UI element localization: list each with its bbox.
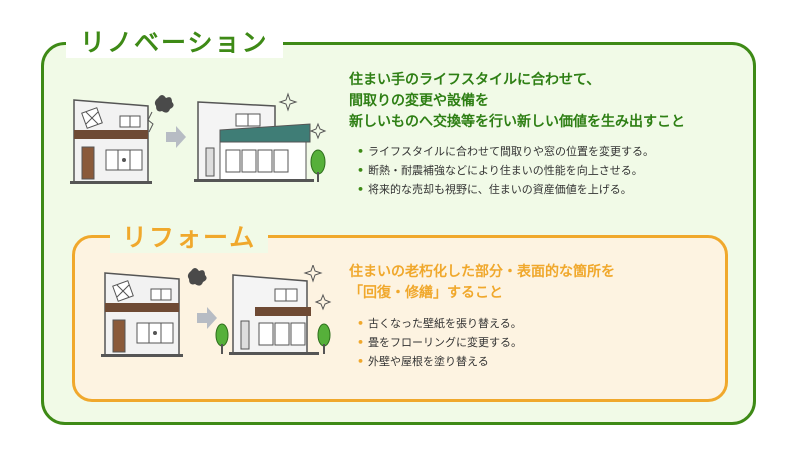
renovation-title: リノベーション bbox=[66, 28, 283, 58]
list-item: •将来的な売却も視野に、住まいの資産価値を上げる。 bbox=[357, 180, 654, 199]
dust-cloud-icon bbox=[187, 268, 207, 286]
new-house-icon bbox=[194, 101, 314, 182]
reform-title: リフォーム bbox=[110, 223, 269, 253]
bullet-icon: • bbox=[357, 355, 365, 368]
list-item-text: 断熱・耐震補強などにより住まいの性能を向上させる。 bbox=[368, 164, 643, 177]
list-item: •畳をフローリングに変更する。 bbox=[357, 333, 522, 352]
renovation-heading-line: 新しいものへ交換等を行い新しい価値を生み出すこと bbox=[349, 114, 685, 130]
renovation-illustration bbox=[70, 92, 327, 184]
renovation-heading-line: 住まい手のライフスタイルに合わせて、 bbox=[349, 72, 601, 88]
list-item: •ライフスタイルに合わせて間取りや窓の位置を変更する。 bbox=[357, 142, 654, 161]
reform-heading-line: 住まいの老朽化した部分・表面的な箇所を bbox=[349, 264, 615, 280]
bullet-icon: • bbox=[357, 145, 365, 158]
arrow-right-icon bbox=[197, 307, 217, 329]
renovation-point-list: •ライフスタイルに合わせて間取りや窓の位置を変更する。 •断熱・耐震補強などによ… bbox=[357, 142, 654, 199]
reform-heading-line: 「回復・修繕」すること bbox=[349, 285, 503, 301]
sparkle-icon bbox=[303, 265, 332, 311]
reform-point-list: •古くなった壁紙を張り替える。 •畳をフローリングに変更する。 •外壁や屋根を塗… bbox=[357, 314, 522, 371]
bullet-icon: • bbox=[357, 336, 365, 349]
old-house-icon bbox=[70, 99, 154, 184]
list-item-text: 外壁や屋根を塗り替える bbox=[368, 355, 489, 368]
reform-panel bbox=[72, 235, 728, 402]
list-item-text: 畳をフローリングに変更する。 bbox=[368, 336, 523, 349]
arrow-right-icon bbox=[166, 126, 186, 148]
list-item-text: ライフスタイルに合わせて間取りや窓の位置を変更する。 bbox=[368, 145, 655, 158]
new-house-icon bbox=[229, 274, 319, 355]
bullet-icon: • bbox=[357, 317, 365, 330]
list-item-text: 古くなった壁紙を張り替える。 bbox=[368, 317, 522, 330]
old-house-icon bbox=[101, 272, 183, 357]
renovation-heading: 住まい手のライフスタイルに合わせて、 間取りの変更や設備を 新しいものへ交換等を… bbox=[349, 70, 685, 133]
list-item: •古くなった壁紙を張り替える。 bbox=[357, 314, 522, 333]
list-item-text: 将来的な売却も視野に、住まいの資産価値を上げる。 bbox=[368, 183, 632, 196]
sparkle-icon bbox=[278, 92, 327, 140]
reform-heading: 住まいの老朽化した部分・表面的な箇所を 「回復・修繕」すること bbox=[349, 262, 615, 304]
reform-illustration bbox=[101, 265, 332, 357]
tree-icon bbox=[310, 149, 326, 182]
list-item: •断熱・耐震補強などにより住まいの性能を向上させる。 bbox=[357, 161, 654, 180]
tree-icon bbox=[215, 323, 331, 354]
bullet-icon: • bbox=[357, 183, 365, 196]
renovation-heading-line: 間取りの変更や設備を bbox=[349, 93, 489, 109]
bullet-icon: • bbox=[357, 164, 365, 177]
list-item: •外壁や屋根を塗り替える bbox=[357, 352, 522, 371]
dust-cloud-icon bbox=[154, 95, 174, 113]
